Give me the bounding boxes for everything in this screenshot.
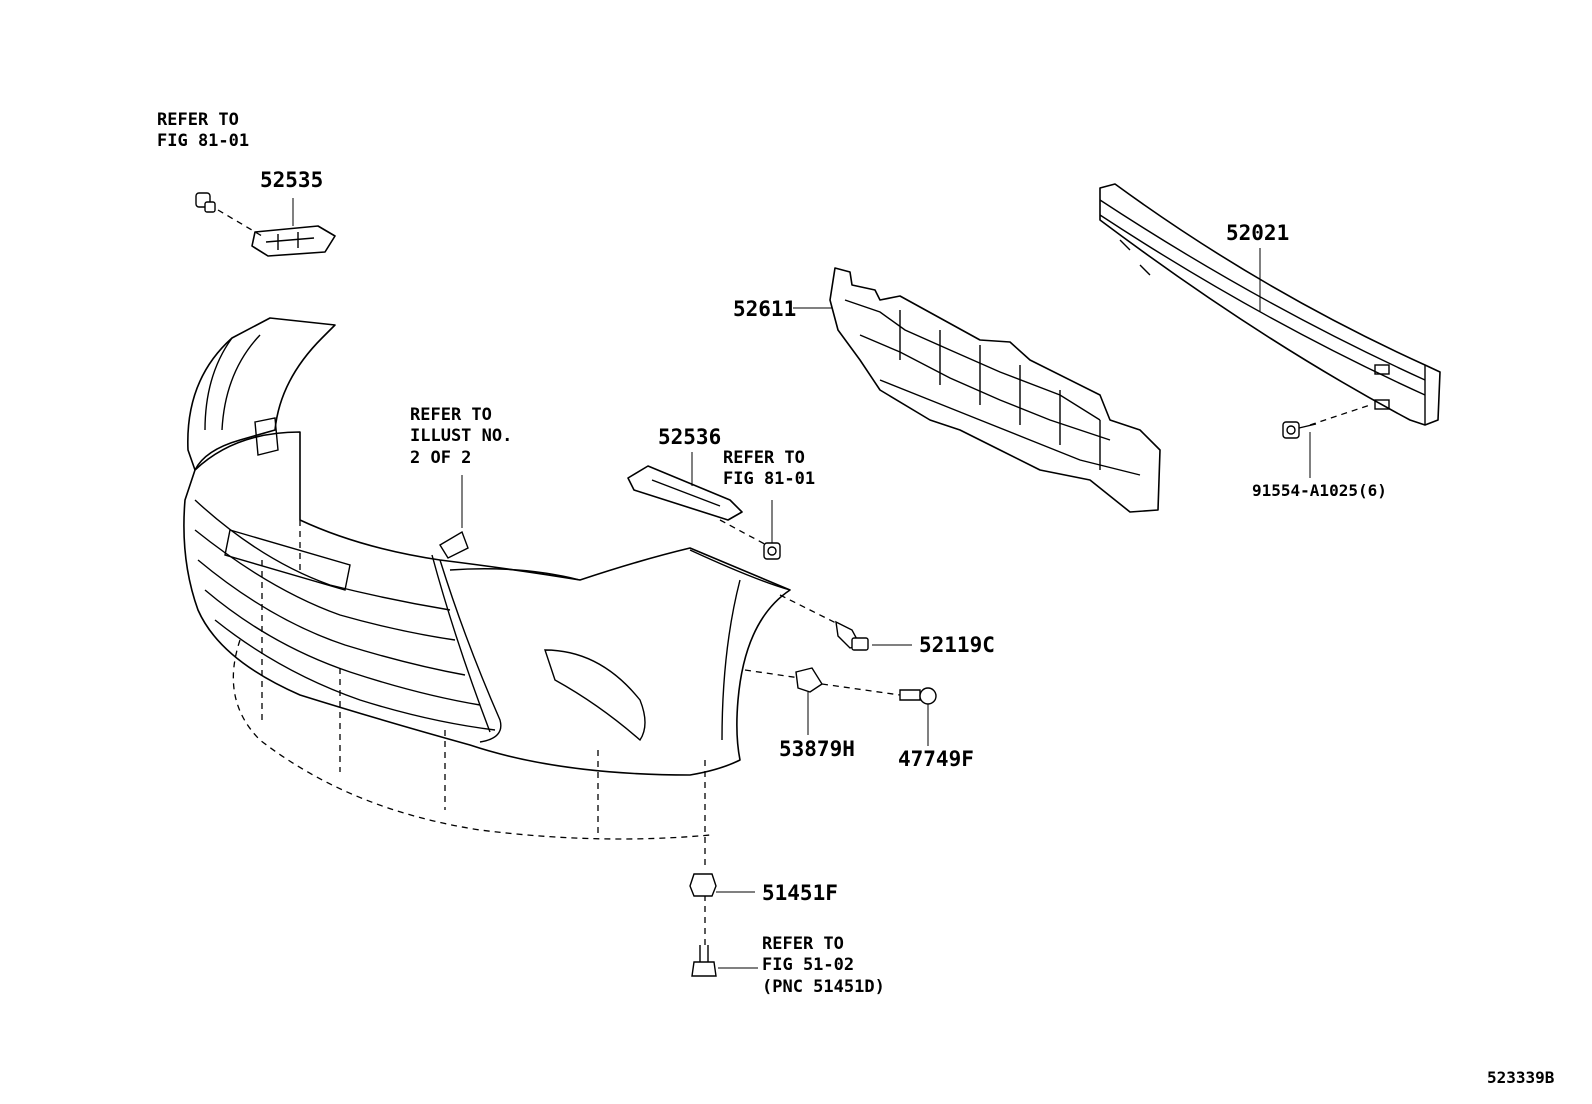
part-number-47749f: 47749F xyxy=(898,747,974,771)
part-number-52535: 52535 xyxy=(260,168,324,192)
figure-id: 523339B xyxy=(1487,1068,1555,1087)
part-number-91554: 91554-A1025(6) xyxy=(1252,481,1387,500)
part-number-52536: 52536 xyxy=(658,425,722,449)
screw-47749f[interactable] xyxy=(899,687,937,705)
part-number-52611: 52611 xyxy=(733,297,797,321)
part-number-52021: 52021 xyxy=(1226,221,1290,245)
refer-fig-81-01-mid-label: REFER TO FIG 81-01 xyxy=(723,448,815,491)
lower-outline-dashed xyxy=(232,520,711,945)
bumper-reinforcement-52021[interactable] xyxy=(1099,183,1441,426)
refer-line-3: 2 OF 2 xyxy=(410,447,472,468)
refer-line-2: FIG 81-01 xyxy=(157,131,250,152)
bracket-52536[interactable] xyxy=(627,465,743,521)
refer-line-2: FIG 51-02 xyxy=(762,955,855,976)
part-number-51451f: 51451F xyxy=(762,881,838,905)
refer-line-2: ILLUST NO. xyxy=(410,426,513,447)
screw-fig-81-01-mid[interactable] xyxy=(763,542,781,560)
energy-absorber-52611[interactable] xyxy=(829,267,1161,513)
refer-fig-81-01-top-label: REFER TO FIG 81-01 xyxy=(157,110,249,153)
clip-fig-81-01-top[interactable] xyxy=(195,192,216,213)
front-bumper-cover[interactable] xyxy=(183,317,791,776)
refer-illust-label: REFER TO ILLUST NO. 2 OF 2 xyxy=(410,405,512,469)
refer-line-1: REFER TO xyxy=(723,448,805,468)
refer-line-2: FIG 81-01 xyxy=(723,469,816,490)
refer-line-1: REFER TO xyxy=(410,405,492,425)
nut-53879h[interactable] xyxy=(795,667,823,693)
part-number-52119c: 52119C xyxy=(919,633,995,657)
refer-line-1: REFER TO xyxy=(762,934,844,954)
part-number-53879h: 53879H xyxy=(779,737,855,761)
nut-51451f[interactable] xyxy=(689,873,717,897)
bolt-91554-a1025[interactable] xyxy=(1282,421,1317,439)
clip-52119c[interactable] xyxy=(835,620,869,651)
refer-fig-51-02-label: REFER TO FIG 51-02 (PNC 51451D) xyxy=(762,934,885,998)
refer-line-3: (PNC 51451D) xyxy=(762,976,885,997)
refer-line-1: REFER TO xyxy=(157,110,239,130)
bolt-fig-51-02[interactable] xyxy=(691,945,717,977)
bracket-52535[interactable] xyxy=(251,225,336,257)
